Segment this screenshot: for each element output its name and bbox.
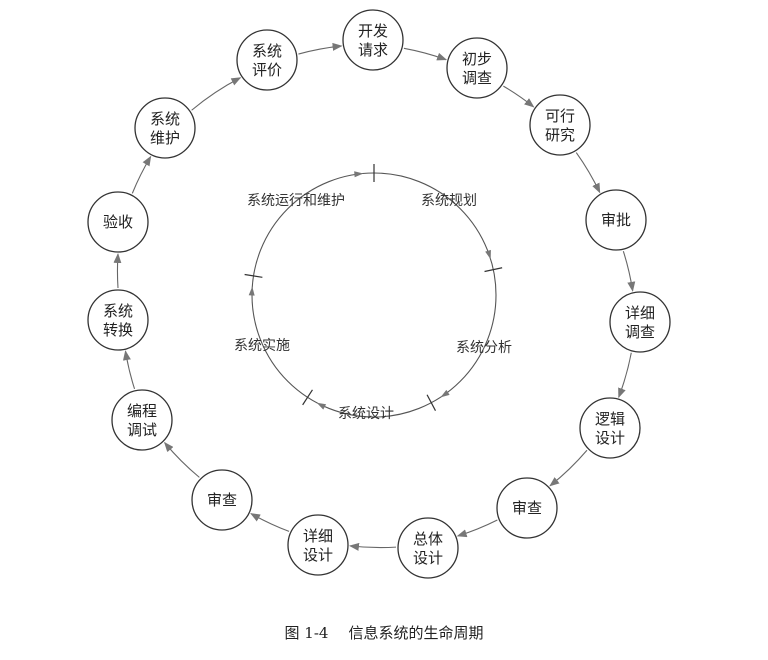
node-label: 可行 [545,107,575,125]
figure-caption: 图 1-4 信息系统的生命周期 [0,622,768,643]
node-circle [87,191,149,253]
inner-arrowhead [248,286,255,296]
cycle-arrow [618,352,632,399]
inner-label-planning: 系统规划 [421,193,477,209]
cycle-arrow [503,85,535,108]
node-label: 设计 [595,429,625,447]
cycle-arrow [113,253,122,289]
cycle-node: 审查 [496,477,558,539]
inner-arrowhead [354,171,364,178]
node-label: 评价 [252,61,282,79]
node-circle [191,469,253,531]
node-label: 详细 [625,304,655,322]
node-label: 初步 [462,50,492,68]
node-circle [446,37,508,99]
node-label: 设计 [303,546,333,564]
node-label: 审查 [207,491,237,509]
node-label: 维护 [150,129,180,147]
node-label: 调试 [127,421,157,439]
phase-tick [484,267,503,273]
node-label: 系统 [150,110,180,128]
inner-cycle: 系统运行和维护 系统规划 系统分析 系统设计 系统实施 [234,164,512,422]
node-circle [111,389,173,451]
node-label: 审批 [601,211,631,229]
node-label: 编程 [127,402,157,420]
phase-tick [302,389,313,406]
node-label: 审查 [512,499,542,517]
cycle-arrow [456,519,498,538]
cycle-node: 审查 [191,469,253,531]
cycle-node: 验收 [87,191,149,253]
phase-tick [244,273,263,278]
cycle-arrow [122,350,136,390]
node-label: 开发 [358,22,388,40]
inner-arrowhead [316,402,327,410]
node-label: 调查 [625,323,655,341]
node-circle [236,29,298,91]
node-circle [287,514,349,576]
figure-number: 图 1-4 [284,624,329,642]
cycle-arrow [403,47,448,61]
node-circle [529,94,591,156]
inner-arrowhead [440,389,450,398]
node-label: 调查 [462,69,492,87]
node-circle [134,97,196,159]
node-label: 逻辑 [595,410,625,428]
phase-tick [426,394,437,411]
inner-label-design: 系统设计 [338,406,394,422]
cycle-arrow [298,42,343,55]
node-label: 请求 [358,41,388,59]
node-label: 总体 [413,530,443,548]
node-label: 详细 [303,527,333,545]
inner-label-analysis: 系统分析 [456,340,512,356]
inner-arrowhead [485,249,491,260]
inner-cycle-circle [251,172,497,418]
cycle-arrow [622,250,636,292]
node-label: 设计 [413,549,443,567]
node-circle [397,517,459,579]
node-label: 系统 [103,302,133,320]
node-circle [496,477,558,539]
inner-label-implementation: 系统实施 [234,338,290,354]
node-label: 验收 [103,213,133,231]
cycle-arrow [191,77,242,111]
cycle-arrow [131,155,152,194]
node-circle [609,291,671,353]
node-circle [87,289,149,351]
cycle-arrow [549,449,588,487]
node-circle [585,189,647,251]
cycle-arrow [250,513,290,532]
cycle-arrow [348,542,397,551]
cycle-arrow [163,441,200,478]
node-circle [579,397,641,459]
cycle-node: 审批 [585,189,647,251]
node-label: 研究 [545,126,575,144]
node-label: 系统 [252,42,282,60]
figure-title: 信息系统的生命周期 [348,624,484,642]
inner-label-operation: 系统运行和维护 [247,193,345,209]
node-label: 转换 [103,321,133,339]
node-circle [342,9,404,71]
cycle-arrow [575,152,601,194]
